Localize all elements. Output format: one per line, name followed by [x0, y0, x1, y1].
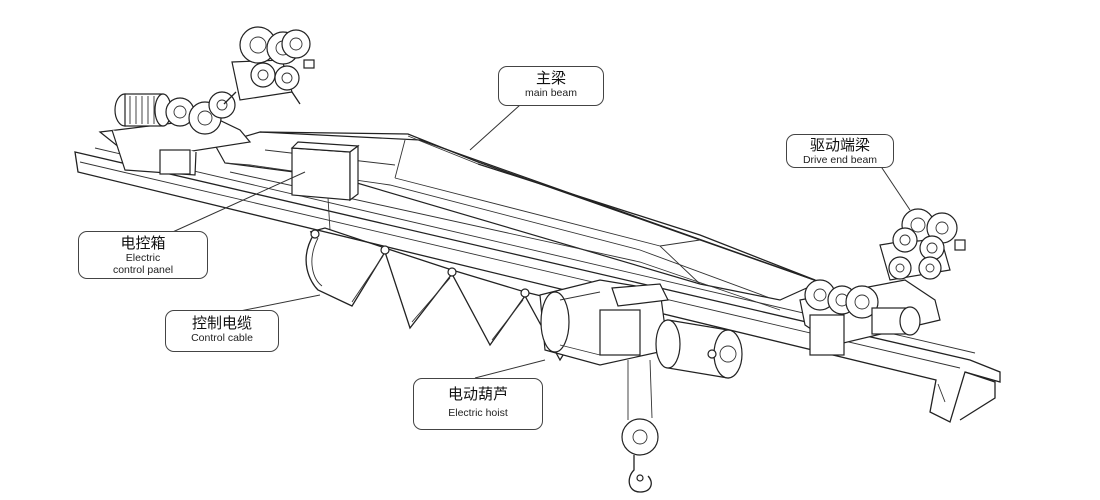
control-box-label-en1: Electric: [125, 252, 161, 264]
electric-hoist-callout: 电动葫芦 Electric hoist: [413, 378, 543, 430]
left-end-beam: [98, 26, 315, 176]
main-beam-callout: 主梁 main beam: [498, 66, 604, 106]
electric-hoist-label-en: Electric hoist: [448, 407, 508, 419]
control-box-callout: 电控箱 Electric control panel: [78, 231, 208, 279]
control-cable-label-en: Control cable: [191, 332, 253, 344]
electric-hoist-leader: [474, 359, 546, 379]
control-box-label-cn: 电控箱: [120, 234, 166, 252]
drive-end-beam-callout: 驱动端梁 Drive end beam: [786, 134, 894, 168]
control-box-leader: [154, 171, 306, 241]
control-cable-callout: 控制电缆 Control cable: [165, 310, 279, 352]
main-beam-label-en: main beam: [525, 87, 577, 99]
drive-end-beam-leader: [879, 164, 911, 211]
control-cable-label-cn: 控制电缆: [191, 314, 252, 332]
electric-hoist-label-cn: 电动葫芦: [447, 385, 508, 403]
drive-end-beam-label-cn: 驱动端梁: [809, 136, 870, 154]
control-cable: [305, 227, 591, 362]
electric-hoist: [539, 279, 743, 493]
control-box-label-en2: control panel: [112, 264, 174, 276]
right-end-beam: [799, 208, 966, 356]
main-beam-label-cn: 主梁: [535, 69, 566, 87]
drive-end-beam-label-en: Drive end beam: [802, 154, 878, 166]
control-box: [290, 141, 360, 231]
main-beam-leader: [469, 104, 521, 151]
